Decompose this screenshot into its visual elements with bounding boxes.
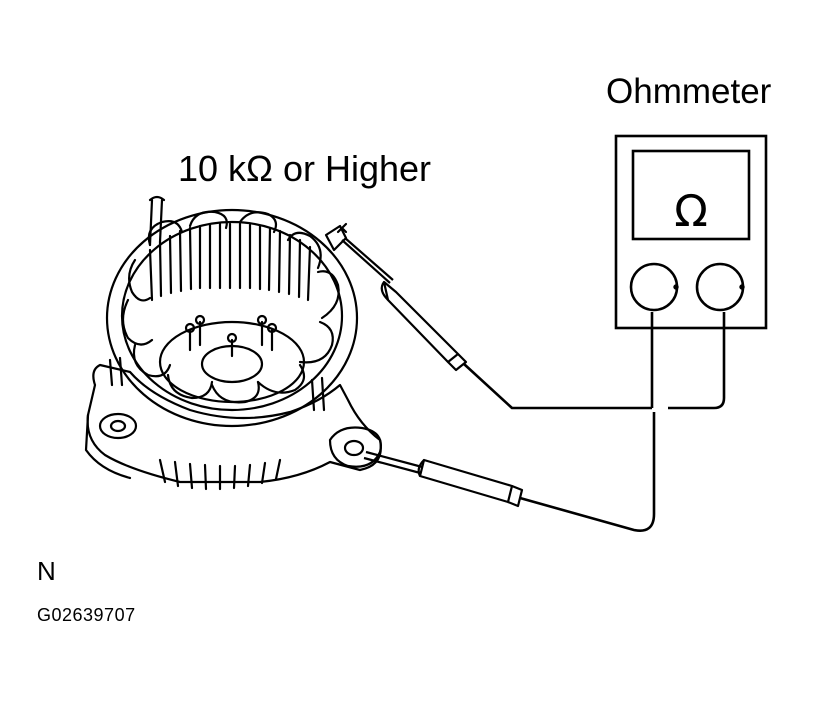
ohmmeter-label: Ohmmeter — [606, 72, 772, 111]
test-probe-icon — [341, 237, 726, 410]
alternator-stator-icon — [84, 195, 382, 491]
ohm-symbol: Ω — [674, 186, 708, 237]
resistance-spec-label: 10 kΩ or Higher — [178, 148, 432, 189]
test-probe-icon — [363, 412, 656, 532]
figure-code: G02639707 — [37, 605, 136, 625]
ohmmeter-icon: Ω — [614, 134, 768, 330]
view-letter: N — [37, 556, 56, 586]
